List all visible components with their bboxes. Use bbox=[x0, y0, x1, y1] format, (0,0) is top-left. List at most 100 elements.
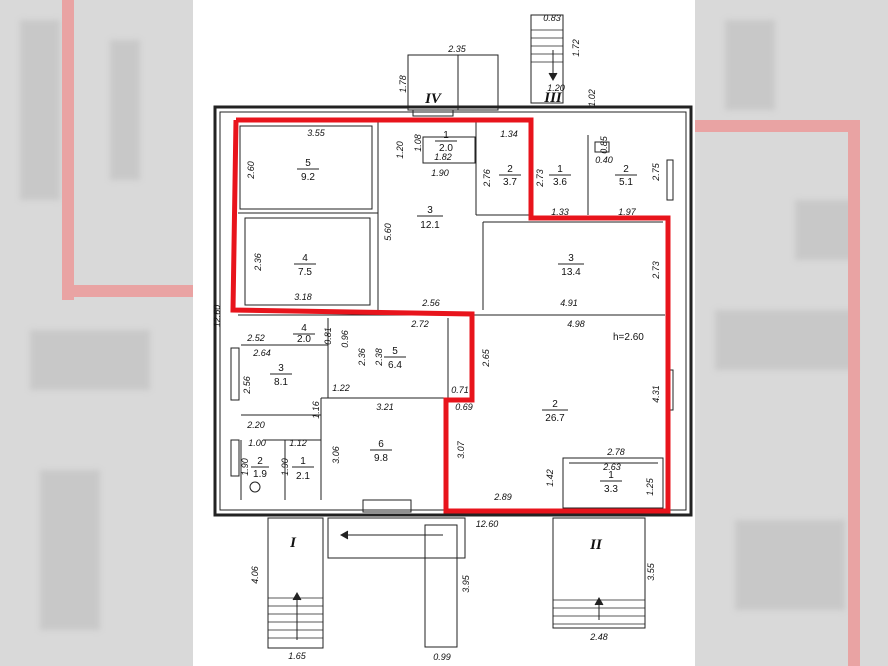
dim-label: 5.60 bbox=[383, 223, 393, 241]
dim-label: 2.65 bbox=[481, 348, 491, 368]
dim-label: 2.35 bbox=[447, 44, 467, 54]
dim-label: 3.07 bbox=[456, 440, 466, 459]
room-1-right: 13.6 bbox=[549, 164, 571, 188]
dim-label: 2.38 bbox=[374, 348, 384, 367]
svg-text:2: 2 bbox=[257, 456, 263, 467]
svg-text:7.5: 7.5 bbox=[298, 267, 312, 278]
svg-text:26.7: 26.7 bbox=[545, 413, 565, 424]
dim-label: 1.12 bbox=[289, 438, 307, 448]
svg-text:3: 3 bbox=[427, 205, 433, 216]
dim-label: 0.96 bbox=[340, 330, 350, 348]
svg-text:1: 1 bbox=[300, 456, 306, 467]
dim-label: 3.21 bbox=[376, 402, 394, 412]
dim-label: 2.76 bbox=[482, 169, 492, 188]
room-1-small: 13.3 bbox=[600, 470, 622, 495]
dim-label: 3.06 bbox=[331, 446, 341, 464]
room-3-lower: 38.1 bbox=[270, 363, 292, 388]
dim-label: 1.90 bbox=[240, 458, 250, 476]
dim-label: 4.06 bbox=[250, 566, 260, 584]
ceiling-height-note: h=2.60 bbox=[613, 332, 644, 343]
dim-label: 12.60 bbox=[212, 305, 222, 328]
dim-label: 4.91 bbox=[560, 298, 578, 308]
dim-label: 1.08 bbox=[413, 134, 423, 152]
dim-label: 1.72 bbox=[571, 39, 581, 57]
dim-label: 1.20 bbox=[547, 83, 565, 93]
dim-label: 2.63 bbox=[602, 462, 621, 472]
dim-label: 1.25 bbox=[645, 477, 655, 496]
dim-label: 1.97 bbox=[618, 207, 637, 217]
svg-text:3: 3 bbox=[568, 253, 574, 264]
dim-label: 1.00 bbox=[248, 438, 266, 448]
room-2-upper: 23.7 bbox=[499, 164, 521, 188]
dim-label: 1.65 bbox=[288, 651, 307, 661]
svg-text:12.1: 12.1 bbox=[420, 220, 440, 231]
svg-text:3: 3 bbox=[278, 363, 284, 374]
dim-label: 3.55 bbox=[646, 562, 656, 581]
svg-text:9.8: 9.8 bbox=[374, 453, 388, 464]
svg-text:5: 5 bbox=[392, 346, 398, 357]
dim-label: 1.34 bbox=[500, 129, 518, 139]
dimension-labels: 0.83 1.72 1.20 1.02 2.35 1.78 3.55 1.20 … bbox=[212, 13, 661, 662]
svg-text:2: 2 bbox=[552, 399, 558, 410]
dim-label: 2.72 bbox=[410, 319, 429, 329]
dim-label: 0.71 bbox=[451, 385, 469, 395]
left-blurred-margin bbox=[0, 0, 193, 666]
svg-text:2.0: 2.0 bbox=[297, 334, 311, 345]
dim-label: 0.69 bbox=[455, 402, 473, 412]
svg-text:2.0: 2.0 bbox=[439, 143, 453, 154]
room-4-upper: 47.5 bbox=[294, 253, 316, 278]
room-1-upper: 12.0 bbox=[435, 130, 457, 154]
dim-label: 2.73 bbox=[535, 169, 545, 188]
svg-text:3.7: 3.7 bbox=[503, 177, 517, 188]
dim-label: 1.02 bbox=[587, 89, 597, 107]
svg-text:1: 1 bbox=[557, 164, 563, 175]
stair-label-iv: IV bbox=[424, 91, 443, 107]
stair-labels: I II III IV bbox=[289, 90, 603, 553]
dim-label: 2.73 bbox=[651, 261, 661, 280]
room-2-main: 226.7 bbox=[542, 399, 568, 424]
dim-label: 0.40 bbox=[595, 155, 613, 165]
svg-text:3.6: 3.6 bbox=[553, 177, 567, 188]
dim-label: 2.56 bbox=[242, 376, 252, 395]
svg-text:2.1: 2.1 bbox=[296, 471, 310, 482]
svg-text:13.4: 13.4 bbox=[561, 267, 581, 278]
svg-text:5.1: 5.1 bbox=[619, 177, 633, 188]
svg-text:5: 5 bbox=[305, 158, 311, 169]
room-3-right: 313.4 bbox=[558, 253, 584, 278]
dim-label: 1.33 bbox=[551, 207, 569, 217]
dim-label: 2.60 bbox=[246, 161, 256, 180]
dim-label: 4.31 bbox=[651, 385, 661, 403]
dim-label: 2.52 bbox=[246, 333, 265, 343]
dim-label: 1.78 bbox=[398, 75, 408, 93]
dim-label: 3.55 bbox=[307, 128, 326, 138]
svg-text:1: 1 bbox=[608, 470, 614, 481]
svg-text:2: 2 bbox=[623, 164, 629, 175]
floor-plan: 59.2 47.5 12.0 23.7 312.1 13.6 25.1 313.… bbox=[212, 13, 693, 662]
room-5-upper: 59.2 bbox=[297, 158, 319, 183]
dim-label: 2.36 bbox=[357, 348, 367, 367]
svg-text:4: 4 bbox=[301, 323, 307, 334]
svg-text:9.2: 9.2 bbox=[301, 172, 315, 183]
svg-text:1.9: 1.9 bbox=[253, 469, 267, 480]
dim-label: 2.64 bbox=[252, 348, 271, 358]
stair-label-iii: III bbox=[543, 90, 563, 106]
dim-label: 0.99 bbox=[433, 652, 451, 662]
dim-label: 1.20 bbox=[395, 141, 405, 159]
dim-label: 3.18 bbox=[294, 292, 312, 302]
room-1-hall: 12.1 bbox=[292, 456, 314, 482]
dim-label: 0.81 bbox=[323, 327, 333, 345]
room-4-lower: 42.0 bbox=[293, 323, 315, 345]
svg-text:1: 1 bbox=[443, 130, 449, 141]
dim-label: 2.56 bbox=[421, 298, 440, 308]
dim-label: 1.16 bbox=[311, 401, 321, 419]
dim-label: 1.90 bbox=[431, 168, 449, 178]
svg-text:2: 2 bbox=[507, 164, 513, 175]
dim-label: 2.48 bbox=[589, 632, 608, 642]
stair-label-i: I bbox=[289, 535, 297, 551]
room-labels: 59.2 47.5 12.0 23.7 312.1 13.6 25.1 313.… bbox=[251, 130, 637, 495]
right-blurred-margin bbox=[695, 0, 888, 666]
svg-text:4: 4 bbox=[302, 253, 308, 264]
highlighted-boundary bbox=[230, 117, 671, 514]
room-2-right: 25.1 bbox=[615, 164, 637, 188]
dim-label: 1.22 bbox=[332, 383, 350, 393]
